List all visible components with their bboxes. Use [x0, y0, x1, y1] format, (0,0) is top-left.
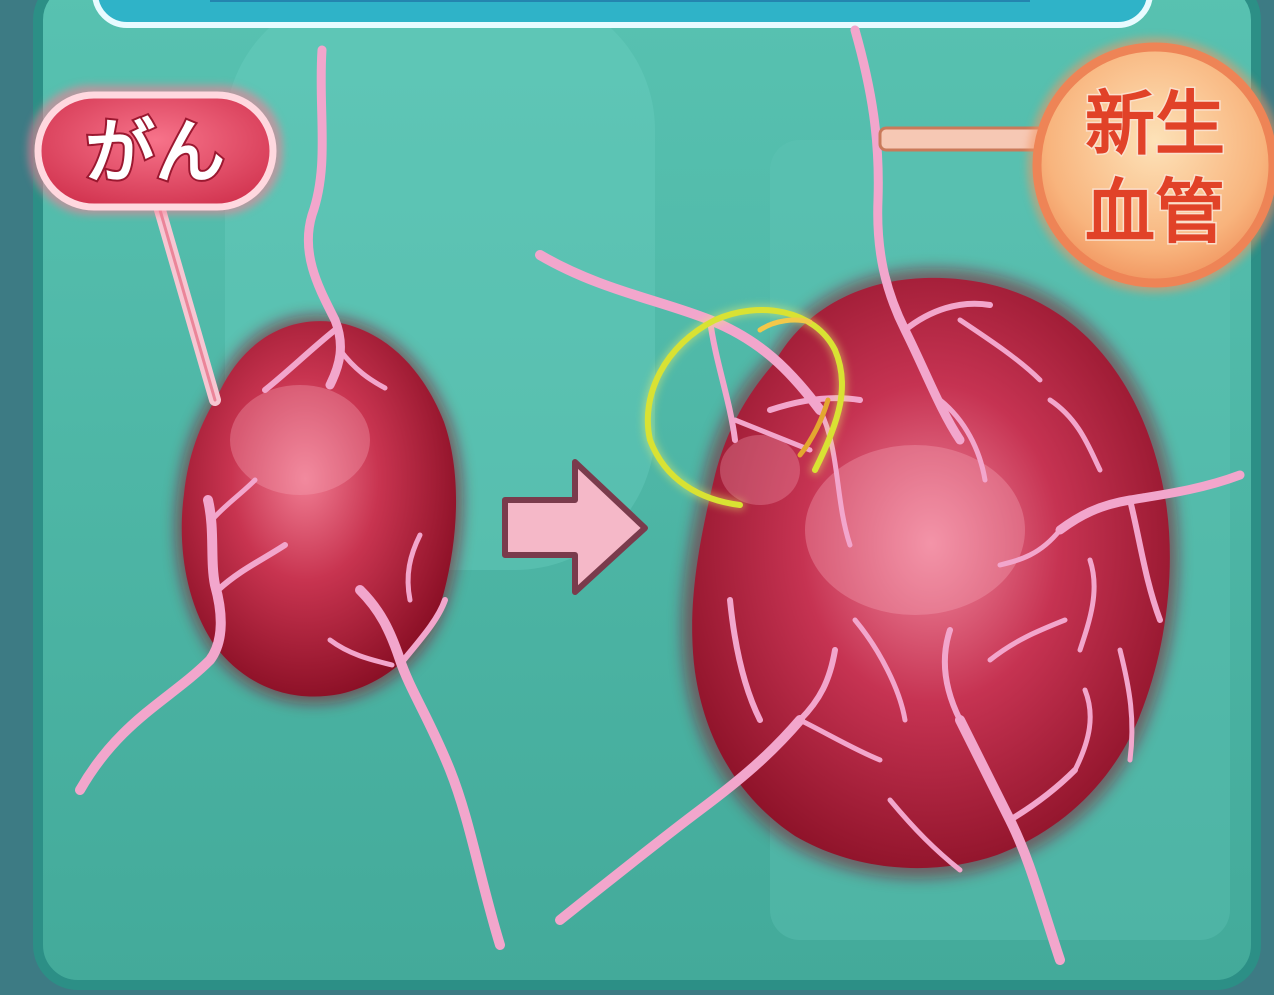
neovessel-tag: 新生 血管	[1027, 37, 1274, 293]
top-banner-text-fragment	[210, 0, 1030, 2]
neovessel-label-line2: 血管	[1085, 171, 1225, 253]
cancer-tag: がん	[28, 85, 283, 215]
neovessel-label-line1: 新生	[1085, 83, 1225, 165]
cancer-label: がん	[85, 111, 225, 193]
top-banner	[95, 0, 1150, 25]
